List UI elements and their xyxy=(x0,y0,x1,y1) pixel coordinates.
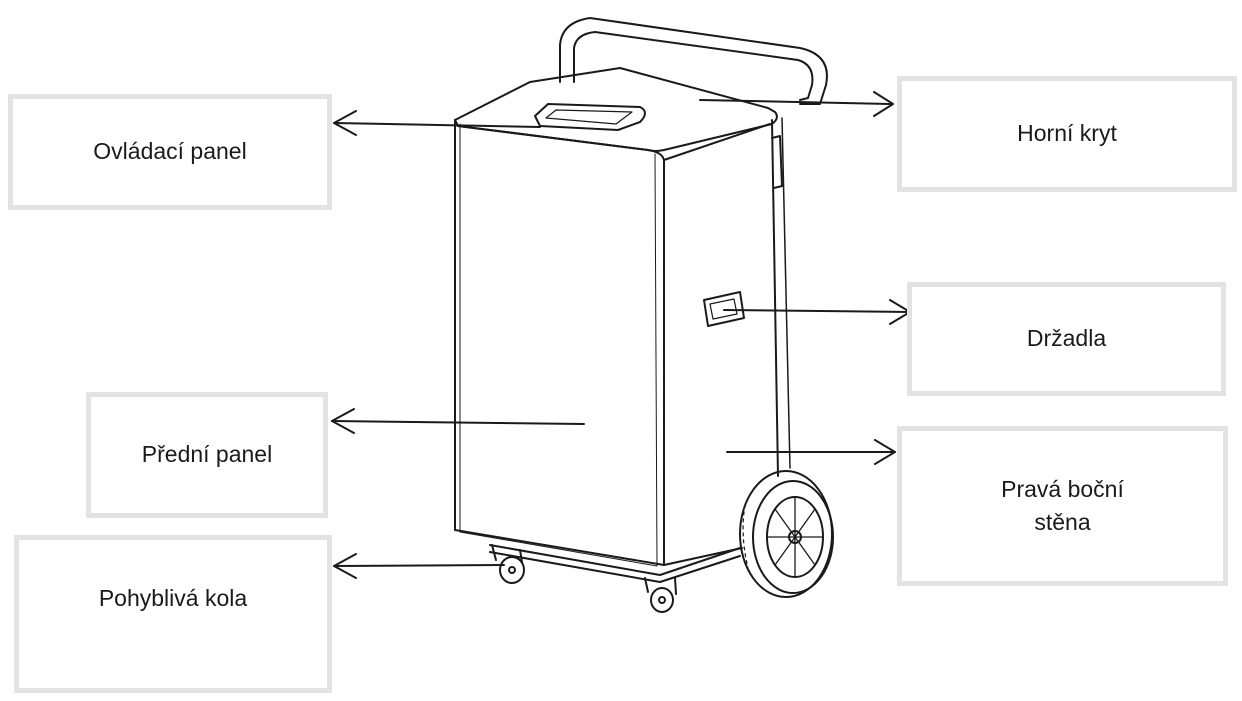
arrow-ovladaci-panel xyxy=(333,110,541,136)
right-side-wall-shape xyxy=(663,117,791,566)
label-box-predni-panel: Přední panel xyxy=(86,392,328,518)
label-box-ovladaci-panel: Ovládací panel xyxy=(8,94,332,210)
caster-right xyxy=(644,577,677,613)
label-drzadla: Držadla xyxy=(1026,325,1107,352)
arrow-drzadla xyxy=(723,299,911,325)
label-ovladaci-panel: Ovládací panel xyxy=(93,138,247,165)
rear-wheel xyxy=(739,470,834,598)
label-pohybliva-kola: Pohyblivá kola xyxy=(98,585,248,612)
arrow-horni-kryt xyxy=(699,91,894,117)
label-prava-bocni-stena-line2: stěna xyxy=(1034,509,1091,535)
control-panel-shape xyxy=(534,103,646,131)
rear-handle xyxy=(559,17,828,105)
label-box-drzadla: Držadla xyxy=(907,282,1226,396)
label-prava-bocni-stena: Pravá boční stěna xyxy=(1001,473,1124,540)
arrow-predni-panel xyxy=(331,408,585,434)
label-predni-panel: Přední panel xyxy=(141,441,273,468)
label-box-pohybliva-kola: Pohyblivá kola xyxy=(14,535,332,693)
arrow-pohybliva-kola xyxy=(333,553,505,579)
caster-left xyxy=(491,544,525,584)
side-handle-shape xyxy=(703,291,745,327)
arrow-prava-bocni-stena xyxy=(726,439,896,465)
label-prava-bocni-stena-line1: Pravá boční xyxy=(1001,475,1124,502)
base-frame xyxy=(489,544,741,583)
label-box-prava-bocni-stena: Pravá boční stěna xyxy=(897,426,1228,586)
label-box-horni-kryt: Horní kryt xyxy=(897,76,1237,192)
top-cover-shape xyxy=(454,67,778,169)
front-panel-shape xyxy=(454,119,665,567)
label-horni-kryt: Horní kryt xyxy=(1017,120,1117,147)
